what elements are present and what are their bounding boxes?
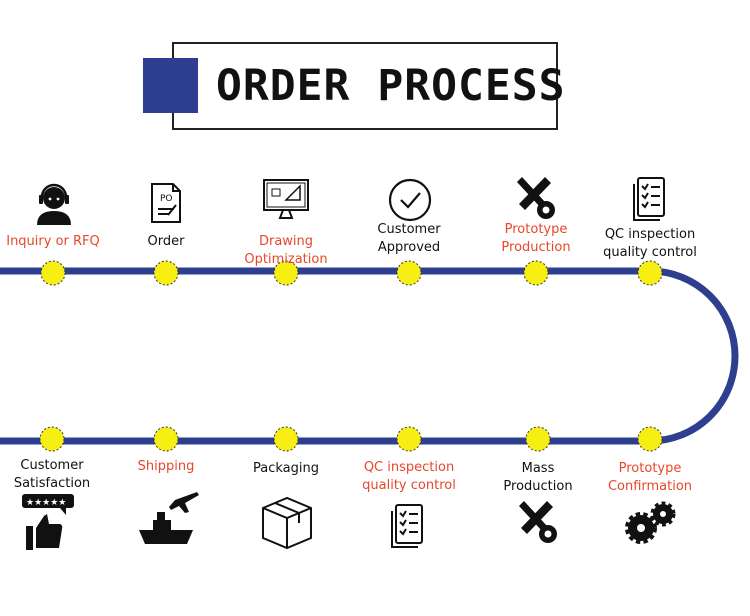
checklist-icon [633,177,665,221]
step-node-top-4 [396,260,422,286]
step-label-top-2-line: Order [147,234,185,249]
step-label-bottom-6-line: Prototype [618,461,682,476]
box-icon [262,496,312,550]
ship-plane-icon [139,492,199,544]
step-label-bottom-5-line: Production [503,479,573,494]
step-label-bottom-2-line: Shipping [137,459,195,474]
tools-gear-icon [519,501,557,543]
step-node-bottom-1 [39,426,65,452]
step-node-bottom-4 [396,426,422,452]
step-label-bottom-3: Packaging [226,460,346,478]
step-label-top-3-line: Drawing [258,234,314,249]
step-node-top-3 [273,260,299,286]
purchase-order-icon: PO [151,183,181,223]
step-node-top-6 [637,260,663,286]
step-node-top-2 [153,260,179,286]
step-label-bottom-1-line: Satisfaction [13,476,91,491]
svg-text:★★★★★: ★★★★★ [26,498,66,508]
checklist-icon [391,504,423,548]
svg-text:PO: PO [160,194,173,204]
step-label-bottom-2: Shipping [106,458,226,476]
step-label-top-4-line: Approved [377,240,441,255]
process-path [0,267,739,445]
check-circle-icon [388,178,432,222]
step-label-bottom-3-line: Packaging [253,461,319,476]
step-node-bottom-3 [273,426,299,452]
step-label-top-4-line: Customer [377,222,441,237]
page-title: ORDER PROCESS [216,61,566,111]
step-label-top-1-line: Inquiry or RFQ [6,234,100,249]
step-node-top-1 [40,260,66,286]
tools-gear-icon [517,177,555,219]
step-label-bottom-1-line: Customer [20,458,84,473]
step-label-top-6-line: QC inspection [604,227,696,242]
step-label-top-2: Order [106,233,226,251]
gears-icon [625,501,676,544]
step-label-bottom-4: QC inspection quality control [349,459,469,495]
headset-agent-icon [37,183,71,225]
step-label-bottom-4-line: quality control [362,478,456,493]
step-label-bottom-5-line: Mass [521,461,555,476]
step-node-bottom-5 [525,426,551,452]
step-label-top-5-line: Production [501,240,571,255]
step-label-top-6-line: quality control [603,245,697,260]
step-label-bottom-6-line: Confirmation [607,479,693,494]
title-accent-square [143,58,198,113]
step-node-top-5 [523,260,549,286]
thumbs-up-rating-icon: ★★★★★ [22,494,74,550]
step-node-bottom-2 [153,426,179,452]
step-label-top-1: Inquiry or RFQ [0,233,113,251]
step-label-bottom-4-line: QC inspection [363,460,455,475]
cad-monitor-icon [263,179,309,219]
process-nodes [39,260,663,452]
step-label-top-5-line: Prototype [504,222,568,237]
step-label-top-6: QC inspection quality control [590,226,710,262]
step-node-bottom-6 [637,426,663,452]
step-label-top-3-line: Optimization [244,252,328,267]
